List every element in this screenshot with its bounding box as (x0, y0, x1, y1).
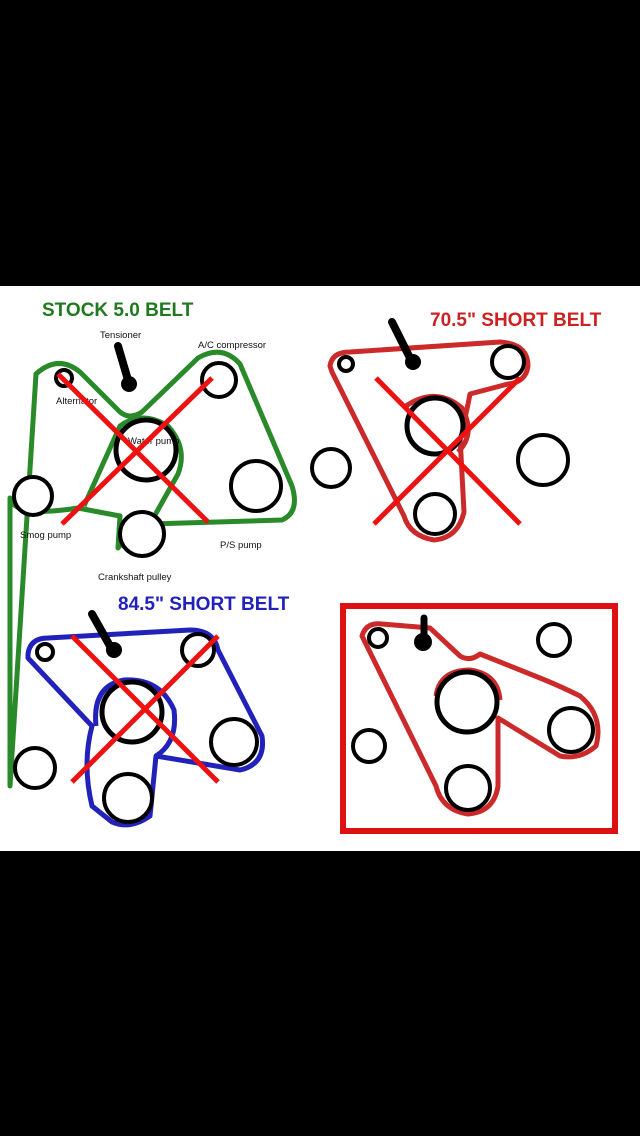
stock-cross-stroke-b (60, 376, 214, 526)
short-84-5-ps (209, 717, 259, 767)
short-70-5-belt-path (327, 339, 531, 543)
final-ps (547, 706, 595, 754)
short-70-5-crank (413, 492, 457, 536)
final-alternator (367, 627, 389, 649)
short-84-5-tensioner (106, 642, 122, 658)
panel-stock-belt: STOCK 5.0 BELT Tensioner A/C compressor … (7, 300, 297, 789)
short-70-5-tensioner-arm (388, 318, 414, 362)
ac-compressor-pulley (200, 361, 238, 399)
tensioner-arm (114, 342, 132, 384)
short-70-5-ac (490, 344, 526, 380)
panel-70-5-short-belt: 70.5" SHORT BELT (310, 310, 602, 543)
short-84-5-title: 84.5" SHORT BELT (118, 594, 290, 615)
belt-routing-diagram: STOCK 5.0 BELT Tensioner A/C compressor … (7, 300, 618, 834)
short-70-5-alternator (337, 355, 355, 373)
alternator-label: Alternator (56, 396, 97, 407)
short-84-5-smog (13, 746, 57, 790)
short-84-5-belt-path (25, 627, 266, 828)
final-tensioner (414, 633, 432, 651)
water-pump-pulley (113, 417, 179, 483)
short-84-5-alternator (35, 642, 55, 662)
stock-belt-title: STOCK 5.0 BELT (42, 300, 194, 321)
final-smog (351, 728, 387, 764)
stock-cross-stroke-a (56, 372, 210, 524)
smog-pump-label: Smog pump (20, 530, 71, 541)
short-70-5-title: 70.5" SHORT BELT (430, 310, 602, 331)
panel-final-routing (340, 603, 618, 834)
water-pump-label: Water pump (128, 436, 179, 447)
final-water-pump (434, 669, 500, 735)
short-70-5-ps (516, 433, 570, 487)
tensioner-pulley (121, 376, 137, 392)
ps-pump-label: P/S pump (220, 540, 262, 551)
short-70-5-tensioner (405, 354, 421, 370)
panel-84-5-short-belt: 84.5" SHORT BELT (13, 594, 290, 828)
tensioner-label: Tensioner (100, 330, 141, 341)
crankshaft-pulley-label: Crankshaft pulley (98, 572, 172, 583)
short-84-5-crank (102, 772, 154, 824)
smog-pump-pulley (12, 475, 54, 517)
final-crank (444, 764, 492, 812)
short-70-5-water-pump (404, 395, 466, 457)
short-70-5-cross-stroke-b (372, 376, 522, 526)
final-routing-frame (340, 603, 618, 834)
stock-belt-inner-loop (81, 415, 184, 526)
crankshaft-pulley (118, 510, 166, 558)
short-84-5-ac (180, 632, 216, 668)
final-belt-path (359, 621, 601, 817)
short-84-5-water-pump (99, 679, 165, 745)
short-84-5-cross-stroke-b (70, 634, 220, 784)
short-84-5-tensioner-arm (88, 610, 114, 650)
short-70-5-smog (310, 447, 352, 489)
ac-compressor-label: A/C compressor (198, 340, 266, 351)
final-ac (536, 622, 572, 658)
ps-pump-pulley (229, 459, 283, 513)
belt-diagram-photo: STOCK 5.0 BELT Tensioner A/C compressor … (0, 286, 640, 851)
